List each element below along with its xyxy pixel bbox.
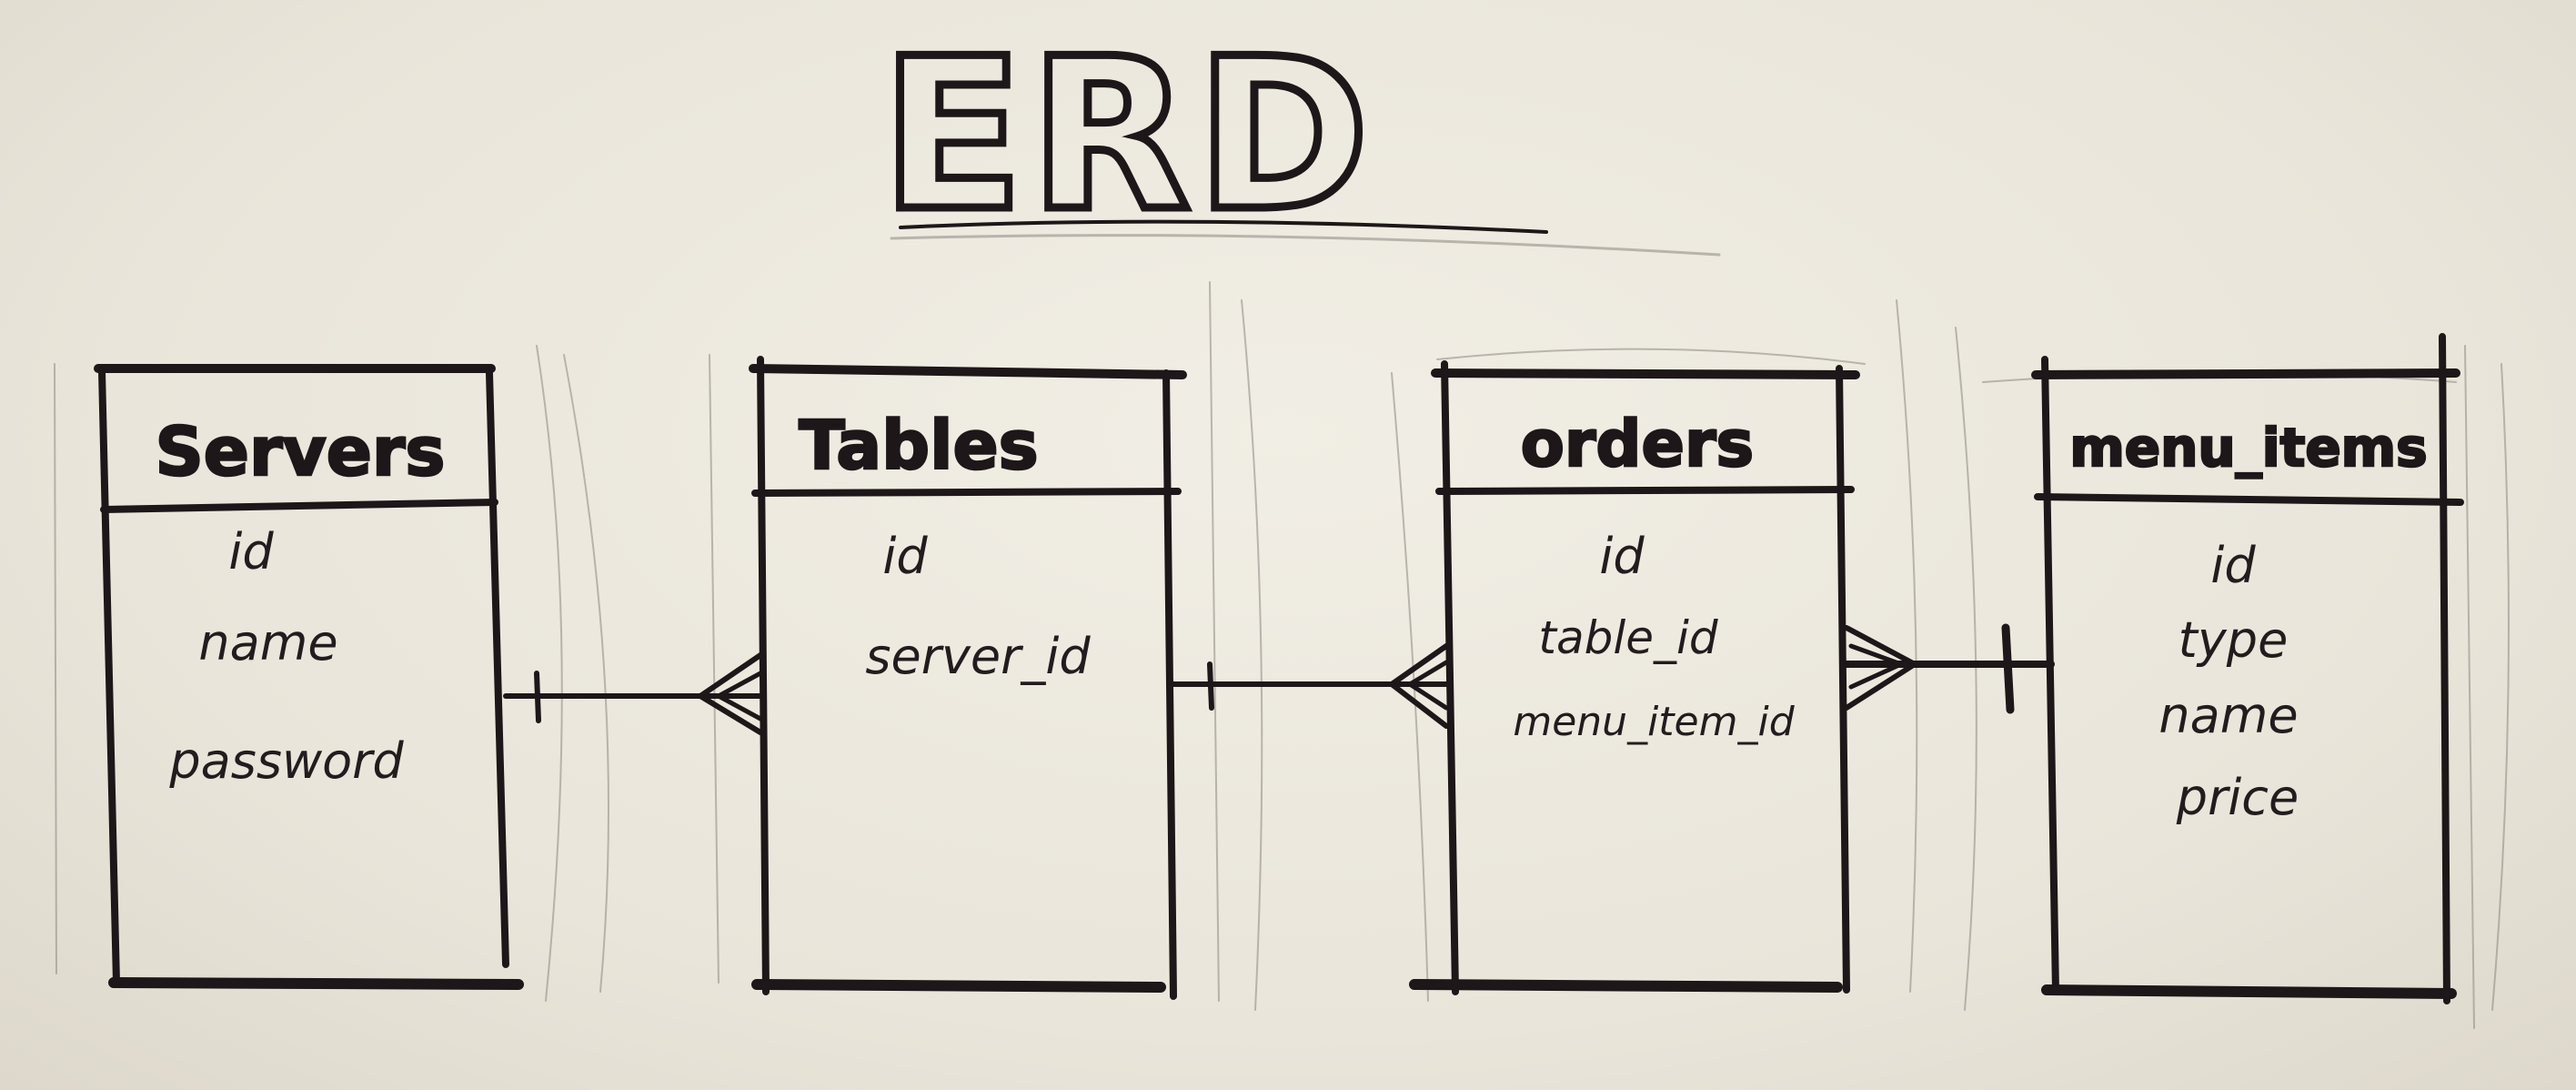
pencil-guides: [54, 234, 2510, 1029]
title-underline: [899, 219, 1548, 234]
relationship-tables-orders: [1169, 643, 1449, 729]
entity-menu-items-right-border: [2439, 333, 2450, 1004]
entity-servers: Servers id name password: [94, 364, 524, 990]
one-marker: [534, 671, 541, 723]
entity-tables-attr: server_id: [865, 628, 1091, 685]
entity-menu-items-name: menu_items: [2069, 417, 2427, 479]
entity-orders-name: orders: [1521, 407, 1754, 481]
entity-tables: Tables id server_id: [749, 356, 1187, 1000]
entity-tables-attr: id: [882, 528, 928, 585]
entity-menu-items-header-divider: [2034, 493, 2464, 506]
one-marker: [1207, 661, 1214, 711]
entity-servers-header-divider: [100, 499, 498, 513]
entity-tables-header-divider: [751, 488, 1182, 497]
entity-orders-bottom-border: [1409, 979, 1843, 993]
entity-tables-name: Tables: [799, 407, 1038, 485]
one-marker: [2001, 623, 2015, 714]
entity-menu-items: menu_items id type name price: [2031, 333, 2464, 1004]
relationship-servers-tables: [503, 652, 763, 735]
entity-orders-left-border: [1441, 360, 1459, 995]
entity-orders-attr: menu_item_id: [1513, 699, 1795, 745]
entity-menu-items-top-border: [2031, 368, 2460, 379]
entity-servers-left-border: [98, 368, 120, 986]
entity-servers-bottom-border: [108, 977, 524, 990]
entity-orders-header-divider: [1435, 486, 1855, 495]
many-marker: [1389, 643, 1449, 729]
many-marker: [1844, 625, 1917, 711]
entity-tables-top-border: [749, 364, 1187, 379]
entity-servers-name: Servers: [156, 413, 446, 491]
entity-orders-top-border: [1431, 368, 1860, 379]
entity-orders: orders id table_id menu_item_id: [1409, 360, 1860, 995]
entity-servers-attr: name: [198, 614, 337, 671]
entity-servers-attr: id: [228, 523, 274, 580]
entity-tables-left-border: [757, 356, 770, 995]
entity-orders-attr: id: [1599, 528, 1645, 585]
entity-menu-items-attr: name: [2158, 687, 2298, 744]
entity-menu-items-bottom-border: [2041, 984, 2457, 999]
entity-servers-attr: password: [168, 732, 404, 790]
entity-orders-attr: table_id: [1538, 611, 1718, 664]
entity-servers-right-border: [486, 369, 509, 968]
entity-menu-items-attr: id: [2210, 537, 2256, 594]
entity-menu-items-left-border: [2041, 356, 2059, 995]
relationship-orders-menu-items: [1843, 623, 2055, 714]
entity-orders-right-border: [1836, 365, 1850, 994]
diagram-title: ERD: [880, 15, 1374, 257]
entity-menu-items-attr: price: [2176, 769, 2299, 826]
many-marker: [698, 652, 763, 735]
entity-tables-bottom-border: [751, 979, 1166, 993]
entity-menu-items-attr: type: [2179, 611, 2289, 669]
